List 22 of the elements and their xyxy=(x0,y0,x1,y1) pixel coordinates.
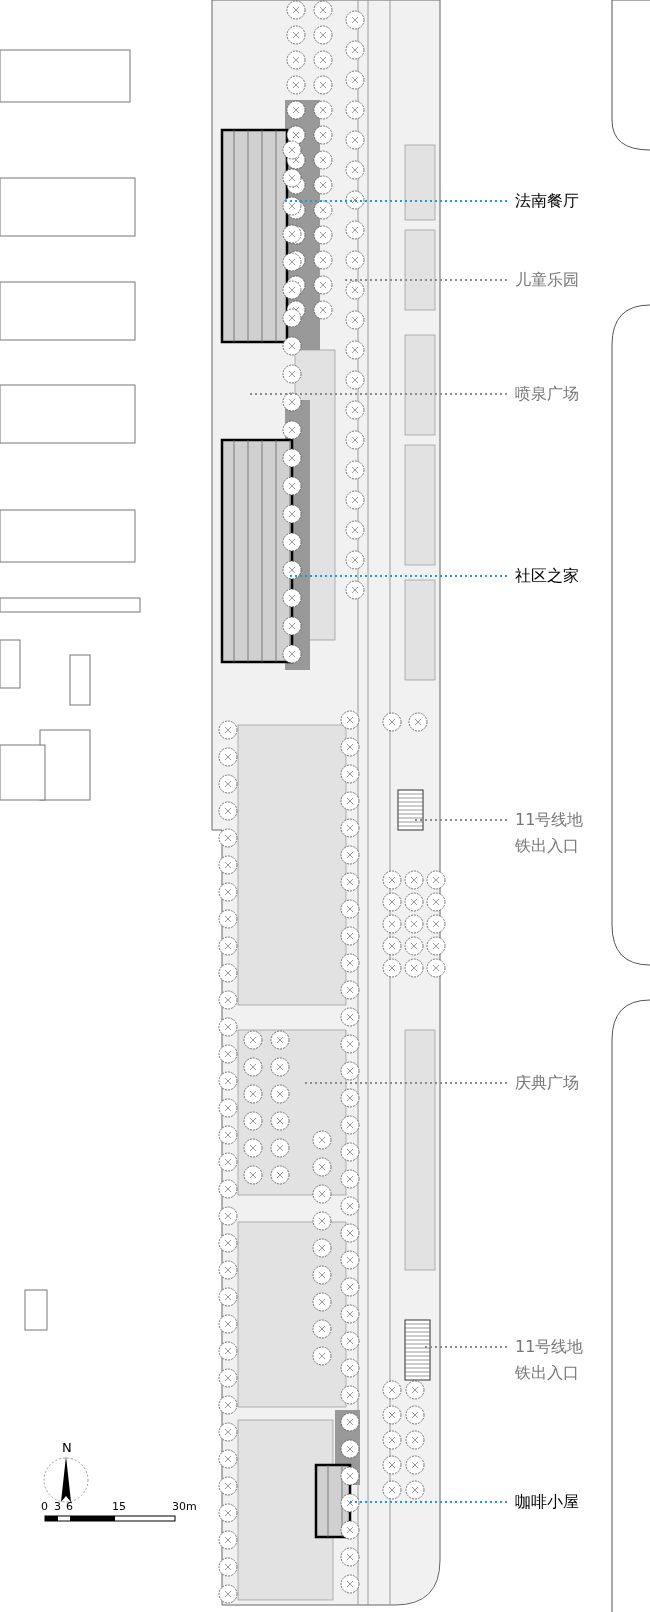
place-label: 庆典广场 xyxy=(515,1070,585,1096)
north-label: N xyxy=(62,1440,72,1455)
leader-line xyxy=(284,200,508,202)
place-label: 11号线地铁出入口 xyxy=(515,807,585,859)
leader-line xyxy=(424,1346,508,1348)
place-label: 社区之家 xyxy=(515,563,585,589)
place-label: 法南餐厅 xyxy=(515,188,585,214)
leader-line xyxy=(247,393,508,395)
scale-label: 0 xyxy=(41,1500,48,1513)
place-label: 11号线地铁出入口 xyxy=(515,1334,585,1386)
place-label: 喷泉广场 xyxy=(515,381,585,407)
leader-line xyxy=(304,1082,508,1084)
scale-label: 6 xyxy=(66,1500,73,1513)
place-label: 儿童乐园 xyxy=(515,267,585,293)
scale-label: 15 xyxy=(112,1500,126,1513)
leader-line xyxy=(344,279,508,281)
scale-label: 3 xyxy=(54,1500,61,1513)
leader-line xyxy=(347,1501,508,1503)
leader-line xyxy=(287,575,508,577)
place-label: 咖啡小屋 xyxy=(515,1489,585,1515)
leader-line xyxy=(414,819,508,821)
scale-label: 30m xyxy=(172,1500,197,1513)
